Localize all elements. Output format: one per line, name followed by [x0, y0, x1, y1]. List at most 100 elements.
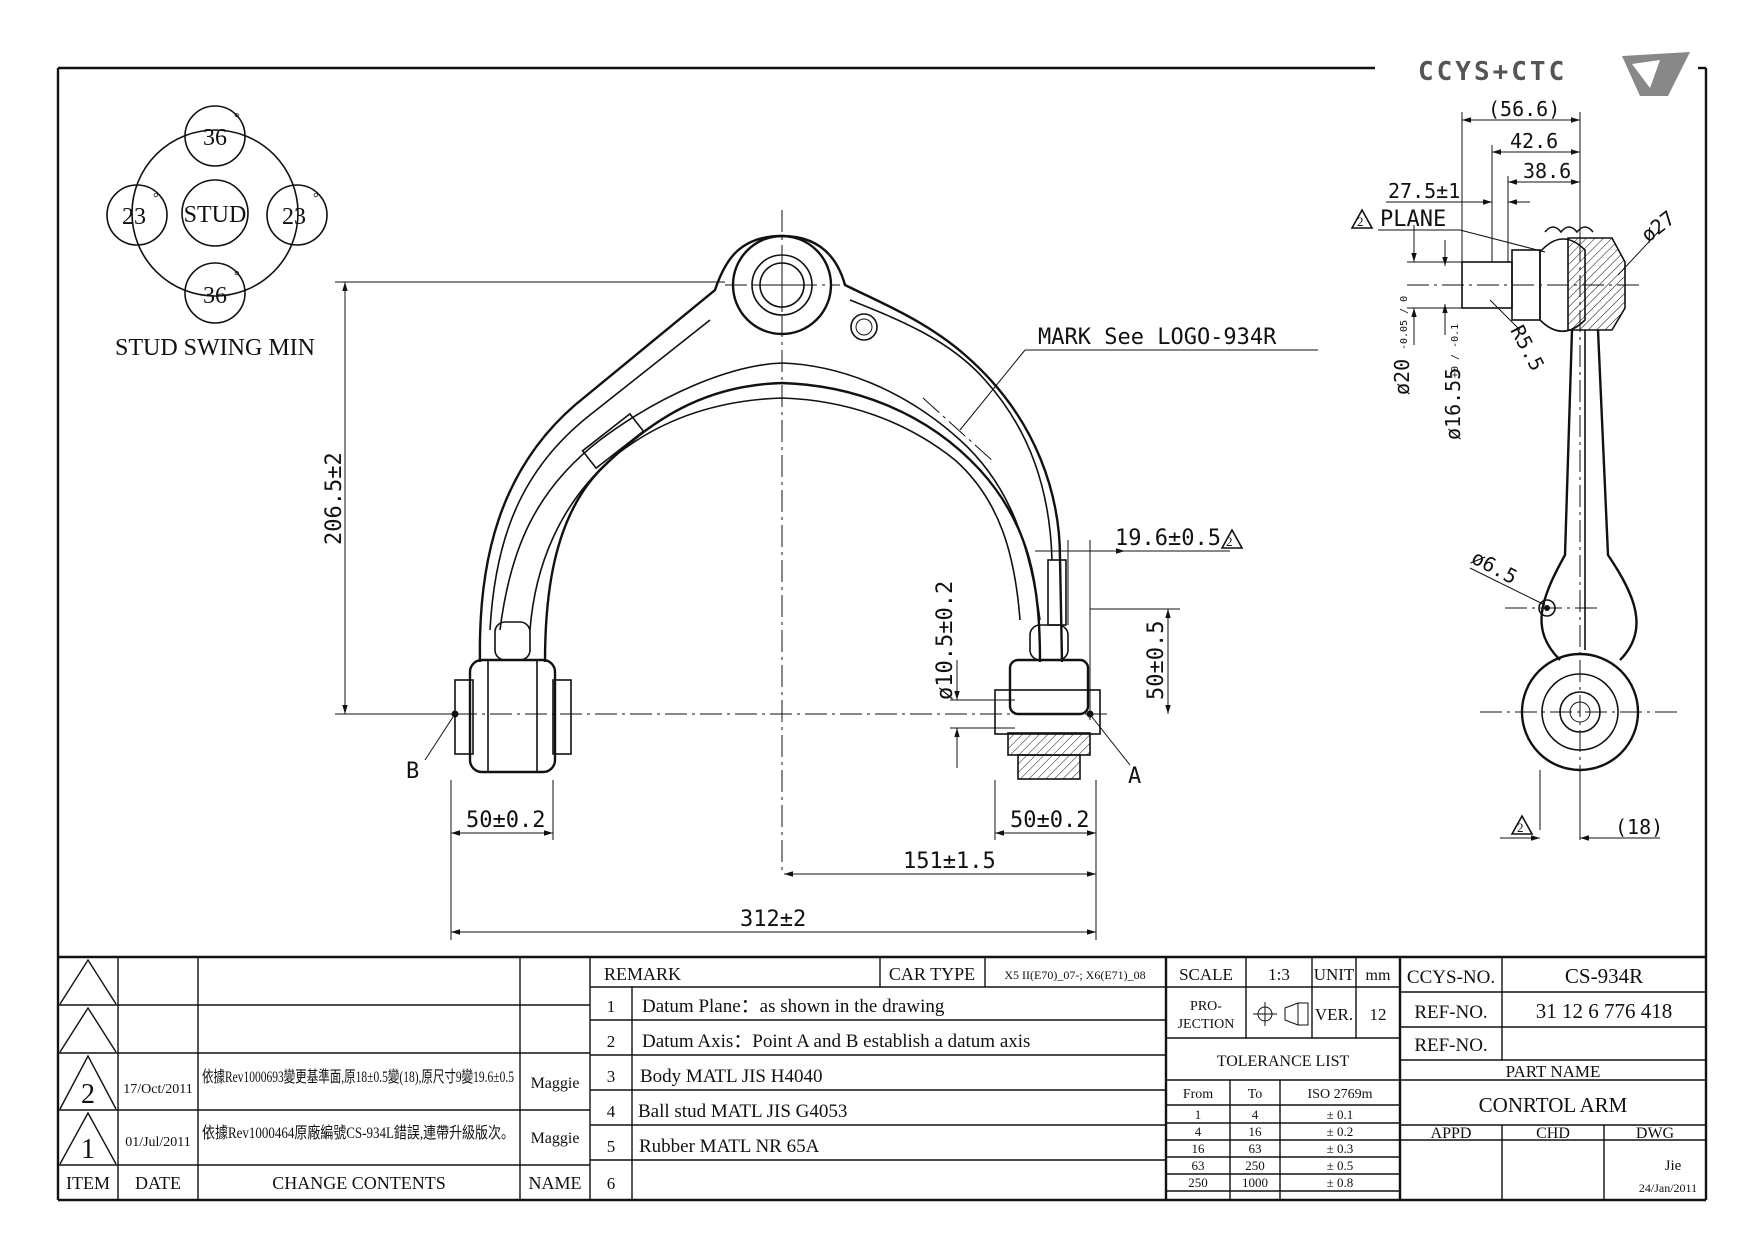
- tolerance-header-iso: ISO 2769m: [1308, 1087, 1373, 1102]
- remark-text: Rubber MATL NR 65A: [639, 1136, 820, 1157]
- part-name-value: CONRTOL ARM: [1479, 1093, 1628, 1117]
- remark-table: REMARK CAR TYPE X5 II(E70)_07-; X6(E71)_…: [604, 964, 1146, 1193]
- dim-dia16: ø16.55: [1441, 368, 1465, 440]
- stud-swing-caption: STUD SWING MIN: [115, 335, 315, 361]
- dim-dia27: ø27: [1636, 206, 1679, 247]
- dim-dia16-tol: +0 / -0.1: [1450, 324, 1461, 378]
- dwg-by: Jie: [1665, 1158, 1682, 1174]
- part-block: CCYS-NO. CS-934R REF-NO. 31 12 6 776 418…: [1407, 964, 1697, 1195]
- control-arm-front-view: [420, 210, 1110, 870]
- drawing-border: [56, 66, 1708, 1202]
- projection-label: JECTION: [1178, 1017, 1235, 1032]
- stud-swing-bottom: 36: [203, 283, 227, 309]
- side-view-dimensions: (56.6) 42.6 38.6 27.5±1 2 PLANE ø27 ø20 …: [1350, 97, 1680, 841]
- remark-title: REMARK: [604, 964, 681, 984]
- main-view-dimensions: 206.5±2 19.6±0.5 2 ø10.5±0.2 50±0.5 A B …: [322, 281, 1318, 940]
- tolerance-from: 1: [1195, 1107, 1202, 1122]
- ver-label: VER.: [1315, 1005, 1353, 1024]
- revision-content: 依據Rev1000464原廠編號CS-934L錯誤,連帶升級版次。: [202, 1123, 514, 1142]
- dwg-date: 24/Jan/2011: [1639, 1181, 1697, 1195]
- plane-label: PLANE: [1380, 207, 1446, 232]
- tolerance-value: ± 0.8: [1327, 1175, 1354, 1190]
- tolerance-from: 250: [1188, 1175, 1208, 1190]
- tolerance-value: ± 0.3: [1327, 1141, 1354, 1156]
- stud-swing-top: 36: [203, 125, 227, 151]
- revision-table: 2 17/Oct/2011 依據Rev1000693變更基準面,原18±0.5變…: [66, 1068, 582, 1193]
- title-block: [58, 955, 1706, 1200]
- dim-side-27-5: 27.5±1: [1388, 179, 1460, 203]
- tolerance-value: ± 0.5: [1327, 1158, 1354, 1173]
- ref-no-value: 31 12 6 776 418: [1536, 999, 1673, 1023]
- dim-dia20: ø20: [1390, 359, 1414, 395]
- ccys-no-value: CS-934R: [1565, 964, 1643, 988]
- brand-logo-text: CCYS+CTC: [1418, 57, 1567, 87]
- revision-item: 1: [81, 1134, 95, 1165]
- tolerance-to: 250: [1245, 1158, 1265, 1173]
- revision-content: 依據Rev1000693變更基準面,原18±0.5變(18),原尺寸9變19.6…: [202, 1068, 514, 1086]
- car-type-label: CAR TYPE: [889, 964, 975, 984]
- dim-r55: R5.5: [1506, 321, 1550, 375]
- tolerance-to: 1000: [1242, 1175, 1268, 1190]
- tolerance-to: 63: [1249, 1141, 1262, 1156]
- appd-label: APPD: [1431, 1125, 1472, 1142]
- revision-date: 01/Jul/2011: [125, 1135, 191, 1150]
- scale-value: 1:3: [1268, 965, 1290, 984]
- dim-offset-a: 19.6±0.5: [1115, 526, 1221, 551]
- dim-side-38: 38.6: [1523, 159, 1571, 183]
- header-date: DATE: [135, 1173, 181, 1193]
- dim-hole-dia: ø10.5±0.2: [933, 581, 958, 700]
- projection-label: PRO-: [1190, 999, 1222, 1014]
- revision-item: 2: [81, 1079, 95, 1110]
- chd-label: CHD: [1536, 1125, 1570, 1142]
- header-name: NAME: [529, 1173, 582, 1193]
- revision-name: Maggie: [531, 1130, 580, 1147]
- control-arm-side-view: [1407, 226, 1680, 840]
- datum-symbol: 2: [1517, 820, 1524, 835]
- stud-swing-right: 23: [282, 204, 306, 230]
- dim-dia6-5: ø6.5: [1468, 545, 1522, 589]
- revision-content-line: 依據Rev1000464原廠編號CS-934L錯誤,連帶升級版次。: [202, 1123, 514, 1142]
- ccys-no-label: CCYS-NO.: [1407, 967, 1495, 988]
- stud-center-label: STUD: [184, 202, 247, 228]
- ver-value: 12: [1370, 1005, 1387, 1024]
- tolerance-to: 16: [1249, 1124, 1263, 1139]
- tolerance-header-from: From: [1183, 1087, 1213, 1102]
- unit-label: UNIT: [1314, 965, 1355, 984]
- remark-no: 6: [607, 1174, 616, 1193]
- dim-half-span: 151±1.5: [903, 849, 996, 874]
- revision-content-line: 依據Rev1000693變更基準面,原18±0.5變(18),原尺寸9變19.6…: [202, 1068, 514, 1086]
- point-a-label: A: [1128, 764, 1141, 789]
- datum-symbol: 2: [1357, 214, 1364, 229]
- remark-text: Datum Axis：Point A and B establish a dat…: [642, 1031, 1030, 1052]
- ref-no-label: REF-NO.: [1414, 1035, 1487, 1056]
- remark-text: Ball stud MATL JIS G4053: [638, 1101, 847, 1122]
- tolerance-from: 4: [1195, 1124, 1202, 1139]
- tolerance-title: TOLERANCE LIST: [1217, 1053, 1350, 1070]
- point-b-label: B: [406, 759, 419, 784]
- tolerance-value: ± 0.2: [1327, 1124, 1354, 1139]
- datum-symbol: 2: [1226, 534, 1233, 549]
- dim-span: 312±2: [740, 907, 806, 932]
- tolerance-list: TOLERANCE LIST From To ISO 2769m 1 4 ± 0…: [1183, 1053, 1373, 1190]
- dim-side-18: (18): [1615, 815, 1663, 839]
- ref-no-label: REF-NO.: [1414, 1002, 1487, 1023]
- header-content: CHANGE CONTENTS: [272, 1173, 446, 1193]
- remark-no: 4: [607, 1102, 616, 1121]
- dim-height: 206.5±2: [322, 452, 347, 545]
- dim-dia20-tol: -0.05 / 0: [1399, 296, 1410, 350]
- stud-swing-left: 23: [122, 204, 146, 230]
- remark-no: 2: [607, 1032, 616, 1051]
- tolerance-header-to: To: [1248, 1087, 1263, 1102]
- remark-no: 3: [607, 1067, 616, 1086]
- brand-logo: CCYS+CTC: [1418, 52, 1690, 96]
- header-item: ITEM: [66, 1173, 110, 1193]
- tolerance-from: 16: [1192, 1141, 1206, 1156]
- degree-mark: °: [234, 111, 240, 126]
- remark-no: 1: [607, 997, 616, 1016]
- dim-height-b: 50±0.5: [1144, 621, 1169, 700]
- degree-mark: °: [153, 191, 159, 206]
- dim-bush-right: 50±0.2: [1010, 808, 1089, 833]
- degree-mark: °: [313, 191, 319, 206]
- mark-note: MARK See LOGO-934R: [1038, 325, 1277, 350]
